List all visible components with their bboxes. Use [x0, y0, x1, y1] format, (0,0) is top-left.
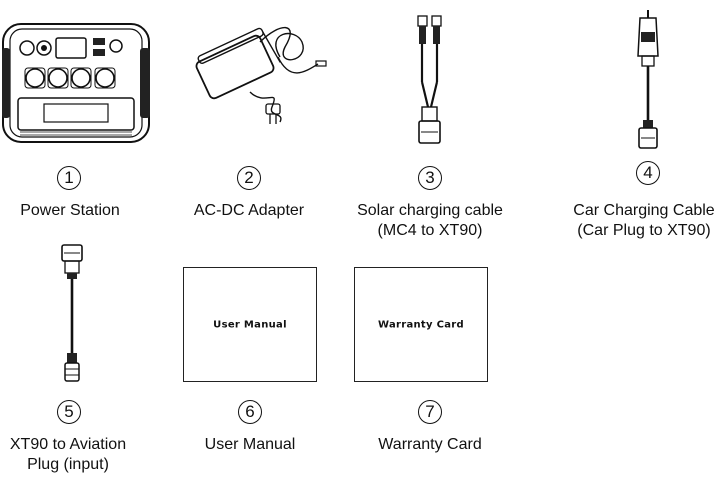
- aviation-cable-icon: [52, 243, 92, 385]
- item-number: 6: [238, 400, 262, 424]
- warranty-card-box-text: Warranty Card: [377, 319, 464, 330]
- item-label-line1: Warranty Card: [378, 436, 482, 453]
- user-manual-box-text: User Manual: [213, 319, 287, 330]
- item-label-line1: Power Station: [20, 202, 120, 219]
- item-number: 2: [237, 166, 261, 190]
- item-number: 1: [57, 166, 81, 190]
- item-label: Warranty Card: [360, 435, 500, 455]
- item-number: 7: [418, 400, 442, 424]
- item-label: Car Charging Cable (Car Plug to XT90): [566, 201, 722, 241]
- item-number: 3: [418, 166, 442, 190]
- solar-cable-icon: [410, 12, 450, 147]
- item-label-line1: User Manual: [204, 436, 296, 453]
- item-label-line2: Plug (input): [27, 456, 109, 473]
- user-manual-icon: User Manual: [183, 267, 317, 382]
- item-label-line1: AC-DC Adapter: [193, 202, 305, 219]
- item-label: Power Station: [0, 201, 140, 221]
- item-label-line1: Solar charging cable: [357, 202, 503, 219]
- ac-dc-adapter-icon: [190, 12, 330, 137]
- item-number: 5: [57, 400, 81, 424]
- item-number: 4: [636, 161, 660, 185]
- car-charging-cable-icon: [628, 8, 668, 153]
- item-label-line2: (Car Plug to XT90): [577, 222, 711, 239]
- item-label: User Manual: [180, 435, 320, 455]
- item-label-line1: Car Charging Cable: [573, 202, 715, 219]
- item-label: XT90 to Aviation Plug (input): [0, 435, 136, 475]
- warranty-card-icon: Warranty Card: [354, 267, 488, 382]
- item-label: AC-DC Adapter: [178, 201, 320, 221]
- item-label-line2: (MC4 to XT90): [377, 222, 483, 239]
- item-label: Solar charging cable (MC4 to XT90): [343, 201, 517, 241]
- power-station-icon: [0, 18, 152, 146]
- item-label-line1: XT90 to Aviation: [9, 436, 127, 453]
